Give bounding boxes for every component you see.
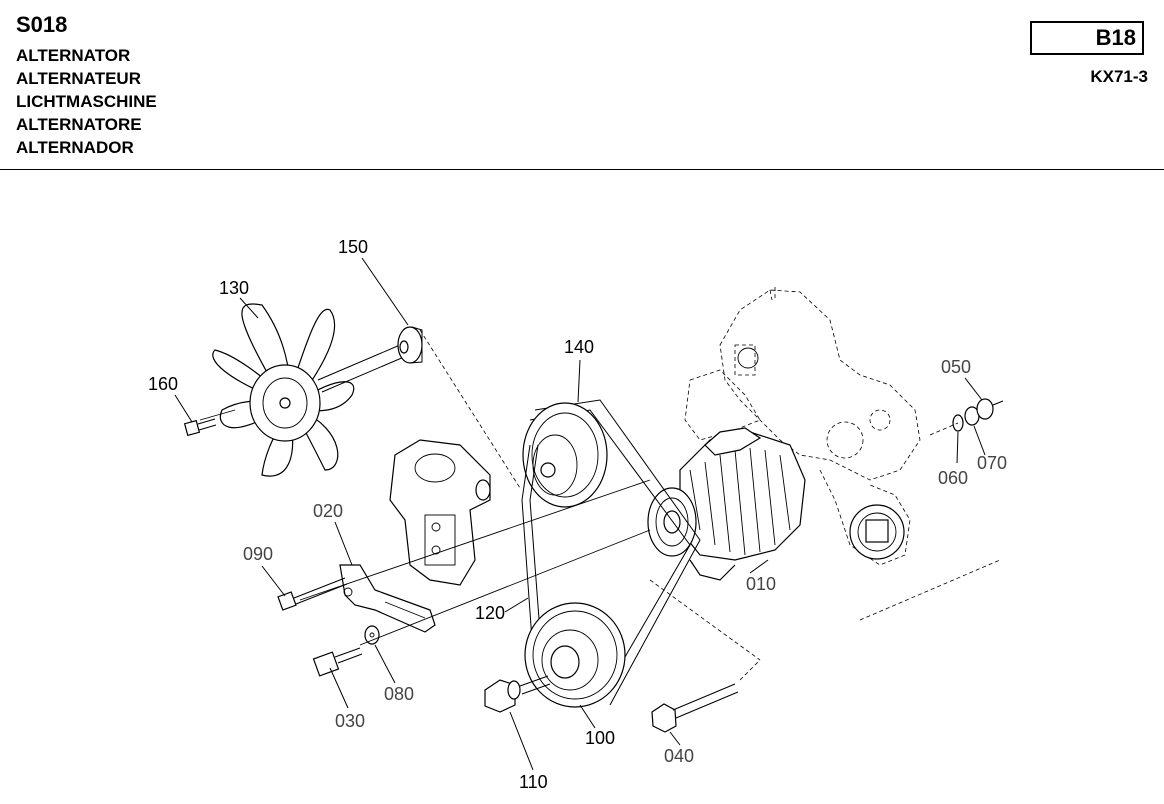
callout-040: 040 [664,746,694,766]
crank-belt-illustration [521,444,541,641]
title-de: LICHTMASCHINE [16,92,157,111]
title-it: ALTERNATORE [16,115,142,134]
callout-090: 090 [243,544,273,564]
callout-060: 060 [938,468,968,488]
page-ref: B18 [1095,25,1136,50]
callout-030: 030 [335,711,365,731]
callout-160: 160 [148,374,178,394]
callout-050: 050 [941,357,971,377]
assembly-guide-lines [199,329,959,681]
callout-100: 100 [585,728,615,748]
adjusting-plate-illustration [339,564,436,633]
nut-washer-set-illustration [952,398,1004,432]
cooling-fan-illustration [212,303,405,477]
callout-130: 130 [219,278,249,298]
model-code: KX71-3 [1090,67,1148,86]
title-es: ALTERNADOR [16,138,134,157]
callout-120: 120 [475,603,505,623]
callout-070: 070 [977,453,1007,473]
page-ref-box: B18 [1030,21,1144,55]
title-en: ALTERNATOR [16,46,131,65]
crank-pulley-illustration [524,602,626,708]
washer-080-illustration [364,625,380,645]
bolt-090-illustration [277,577,348,611]
section-code: S018 [16,12,68,37]
callout-110: 110 [519,772,548,792]
engine-block-illustration [684,287,1001,621]
bolt-160-illustration [183,418,217,437]
water-pump-pulley-illustration [522,402,608,508]
callout-150: 150 [338,237,368,257]
callout-labels: 150 130 160 140 050 060 070 010 020 090 … [148,237,1007,792]
callout-080: 080 [384,684,414,704]
section-title-list: ALTERNATOR ALTERNATEUR LICHTMASCHINE ALT… [16,44,157,159]
header-divider [0,169,1164,170]
fan-spacer-illustration [397,326,423,364]
callout-140: 140 [564,337,594,357]
thermostat-housing-illustration [389,439,491,586]
alternator-illustration [647,427,806,581]
bolt-110-illustration [484,675,551,713]
leader-lines [174,257,986,771]
callout-020: 020 [313,501,343,521]
title-fr: ALTERNATEUR [16,69,141,88]
bolt-030-illustration [312,647,363,677]
callout-010: 010 [746,574,776,594]
bolt-040-illustration [651,683,739,733]
